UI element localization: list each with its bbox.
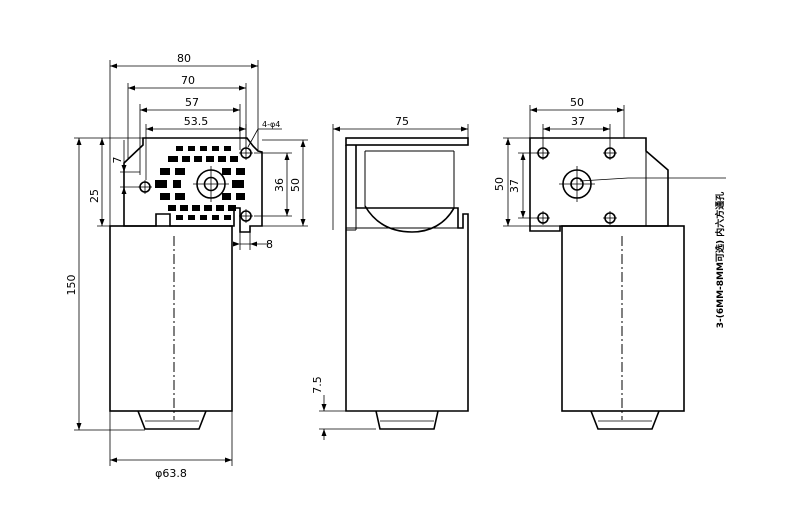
front-view: 80 70 57 53.5 4-φ4 7 25 150 36 50 8 φ63.… bbox=[65, 52, 308, 480]
dim-height-25: 25 bbox=[88, 189, 101, 203]
shaft-note: 3-(6MM-8MM可选) 内六方通孔 bbox=[714, 192, 726, 328]
dim-holes-4-phi4: 4-φ4 bbox=[262, 120, 280, 129]
rear-view: 50 37 50 37 3-(6MM-8MM可选) 内六方通孔 bbox=[493, 96, 726, 430]
dim-offset-8: 8 bbox=[266, 238, 273, 251]
rear-gear-housing bbox=[529, 137, 669, 232]
front-motor-body bbox=[109, 225, 233, 412]
side-view: 75 7.5 bbox=[311, 115, 469, 440]
dim-height-7: 7 bbox=[111, 157, 124, 164]
dim-diameter-63-8: φ63.8 bbox=[155, 467, 187, 480]
dim-rear-height-50: 50 bbox=[493, 177, 506, 191]
side-housing bbox=[345, 145, 469, 412]
side-gear-arc bbox=[364, 205, 455, 233]
side-shaft-boss bbox=[375, 410, 439, 430]
rear-mounting-holes bbox=[536, 146, 617, 225]
dim-width-57: 57 bbox=[185, 96, 199, 109]
dim-width-70: 70 bbox=[181, 74, 195, 87]
dim-height-50-front: 50 bbox=[289, 178, 302, 192]
front-arrowheads bbox=[76, 63, 306, 463]
dim-rear-width-50: 50 bbox=[570, 96, 584, 109]
dim-side-width-75: 75 bbox=[395, 115, 409, 128]
rear-shaft-boss bbox=[590, 410, 660, 430]
rear-motor-body bbox=[561, 225, 685, 412]
dim-width-53-5: 53.5 bbox=[184, 115, 209, 128]
dim-rear-height-37: 37 bbox=[508, 179, 521, 193]
dim-side-height-7-5: 7.5 bbox=[311, 376, 324, 394]
front-slot-pattern bbox=[155, 146, 245, 220]
dim-width-80: 80 bbox=[177, 52, 191, 65]
front-shaft-boss bbox=[137, 410, 207, 430]
dim-rear-width-37: 37 bbox=[571, 115, 585, 128]
dim-height-36: 36 bbox=[273, 178, 286, 192]
front-dimension-lines bbox=[74, 60, 308, 466]
dim-height-150: 150 bbox=[65, 275, 78, 296]
side-top-flange bbox=[345, 137, 469, 146]
